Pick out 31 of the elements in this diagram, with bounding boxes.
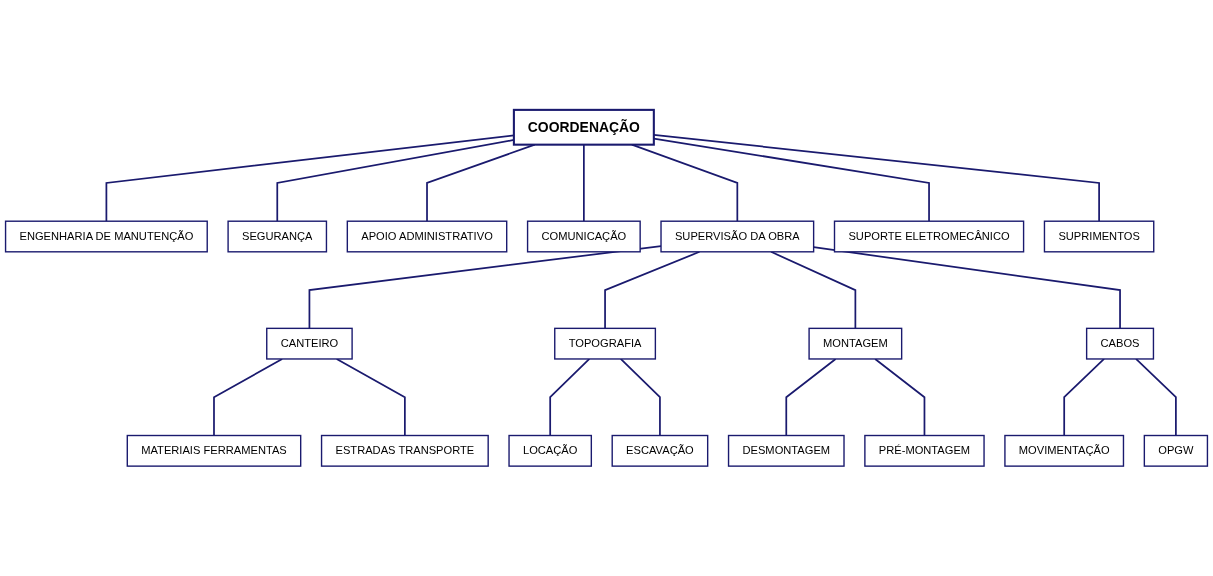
node-box: SUPORTE ELETROMECÂNICO [833, 220, 1025, 253]
node-box: TOPOGRAFIA [554, 327, 657, 360]
node-box: MOVIMENTAÇÃO [1004, 434, 1125, 467]
node-box: LOCAÇÃO [508, 434, 592, 467]
node-box: SEGURANÇA [227, 220, 328, 253]
node-box: DESMONTAGEM [727, 434, 845, 467]
connector [874, 358, 926, 437]
node-box: PRÉ-MONTAGEM [864, 434, 985, 467]
connector [308, 245, 662, 330]
node-box: SUPRIMENTOS [1043, 220, 1155, 253]
connector [1063, 358, 1105, 437]
node-box: MATERIAIS FERRAMENTAS [126, 434, 302, 467]
node-box: COORDENAÇÃO [512, 108, 655, 146]
connector [1135, 358, 1177, 437]
node-box: OPGW [1143, 434, 1209, 467]
connector [604, 250, 701, 330]
connector [619, 358, 661, 437]
node-box: ESCAVAÇÃO [611, 434, 709, 467]
node-box: SUPERVISÃO DA OBRA [660, 220, 815, 253]
connector [213, 358, 284, 437]
node-box: MONTAGEM [808, 327, 903, 360]
connector [335, 358, 406, 437]
connector [549, 358, 591, 437]
node-box: COMUNICAÇÃO [526, 220, 641, 253]
node-box: CABOS [1085, 327, 1155, 360]
node-box: APOIO ADMINISTRATIVO [346, 220, 508, 253]
connector [770, 250, 857, 330]
connector [785, 358, 837, 437]
node-box: CANTEIRO [266, 327, 353, 360]
node-box: ENGENHARIA DE MANUTENÇÃO [4, 220, 208, 253]
node-box: ESTRADAS TRANSPORTE [320, 434, 489, 467]
